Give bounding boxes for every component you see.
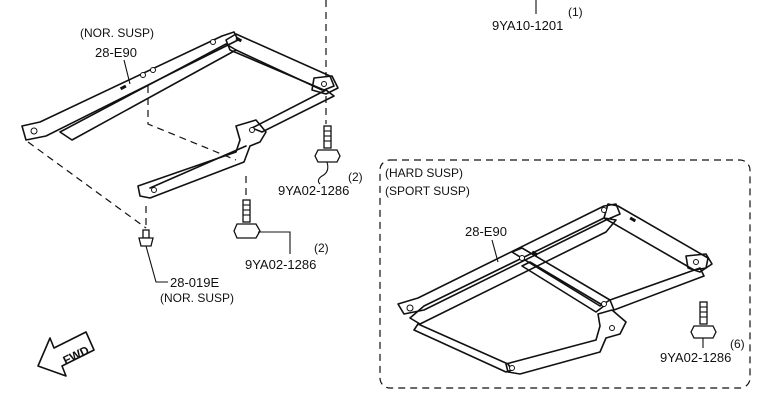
clip-icon [138,229,154,247]
assembly-dash-1 [147,86,237,161]
nor-frame-leader [123,59,131,85]
nor-frame-variant-label: (NOR. SUSP) [80,26,154,40]
bolt-c-icon [690,301,717,339]
bolt-b-qty: (2) [314,241,329,255]
bolt-a-qty: (2) [348,170,363,184]
fwd-arrow-icon: FWD [37,331,95,377]
clip-variant-label: (NOR. SUSP) [160,291,234,305]
bolt-c-part-number: 9YA02-1286 [660,350,731,365]
bolt-b-leader [258,231,291,254]
fwd-label: FWD [61,343,92,368]
clip-leader [145,245,168,283]
top-callout-qty: (1) [568,5,583,19]
bolt-b-icon [233,199,261,239]
top-callout-part-number: 9YA10-1201 [492,18,563,33]
bolt-a-part-number: 9YA02-1286 [278,183,349,198]
hard-frame-variant-1: (HARD SUSP) [385,166,463,180]
nor-frame-ref-label: 28-E90 [95,45,137,60]
clip-ref-label: 28-019E [170,275,219,290]
bolt-b-part-number: 9YA02-1286 [245,257,316,272]
assembly-dash-2 [27,141,147,229]
hard-frame-ref-label: 28-E90 [465,224,507,239]
hard-susp-frame [397,203,713,375]
hard-sport-variant-box [379,159,751,389]
bolt-a-icon [314,125,341,163]
nor-susp-frame [21,31,339,199]
bolt-a-leader [317,161,329,185]
bolt-c-qty: (6) [730,337,745,351]
hard-frame-variant-2: (SPORT SUSP) [385,184,470,198]
